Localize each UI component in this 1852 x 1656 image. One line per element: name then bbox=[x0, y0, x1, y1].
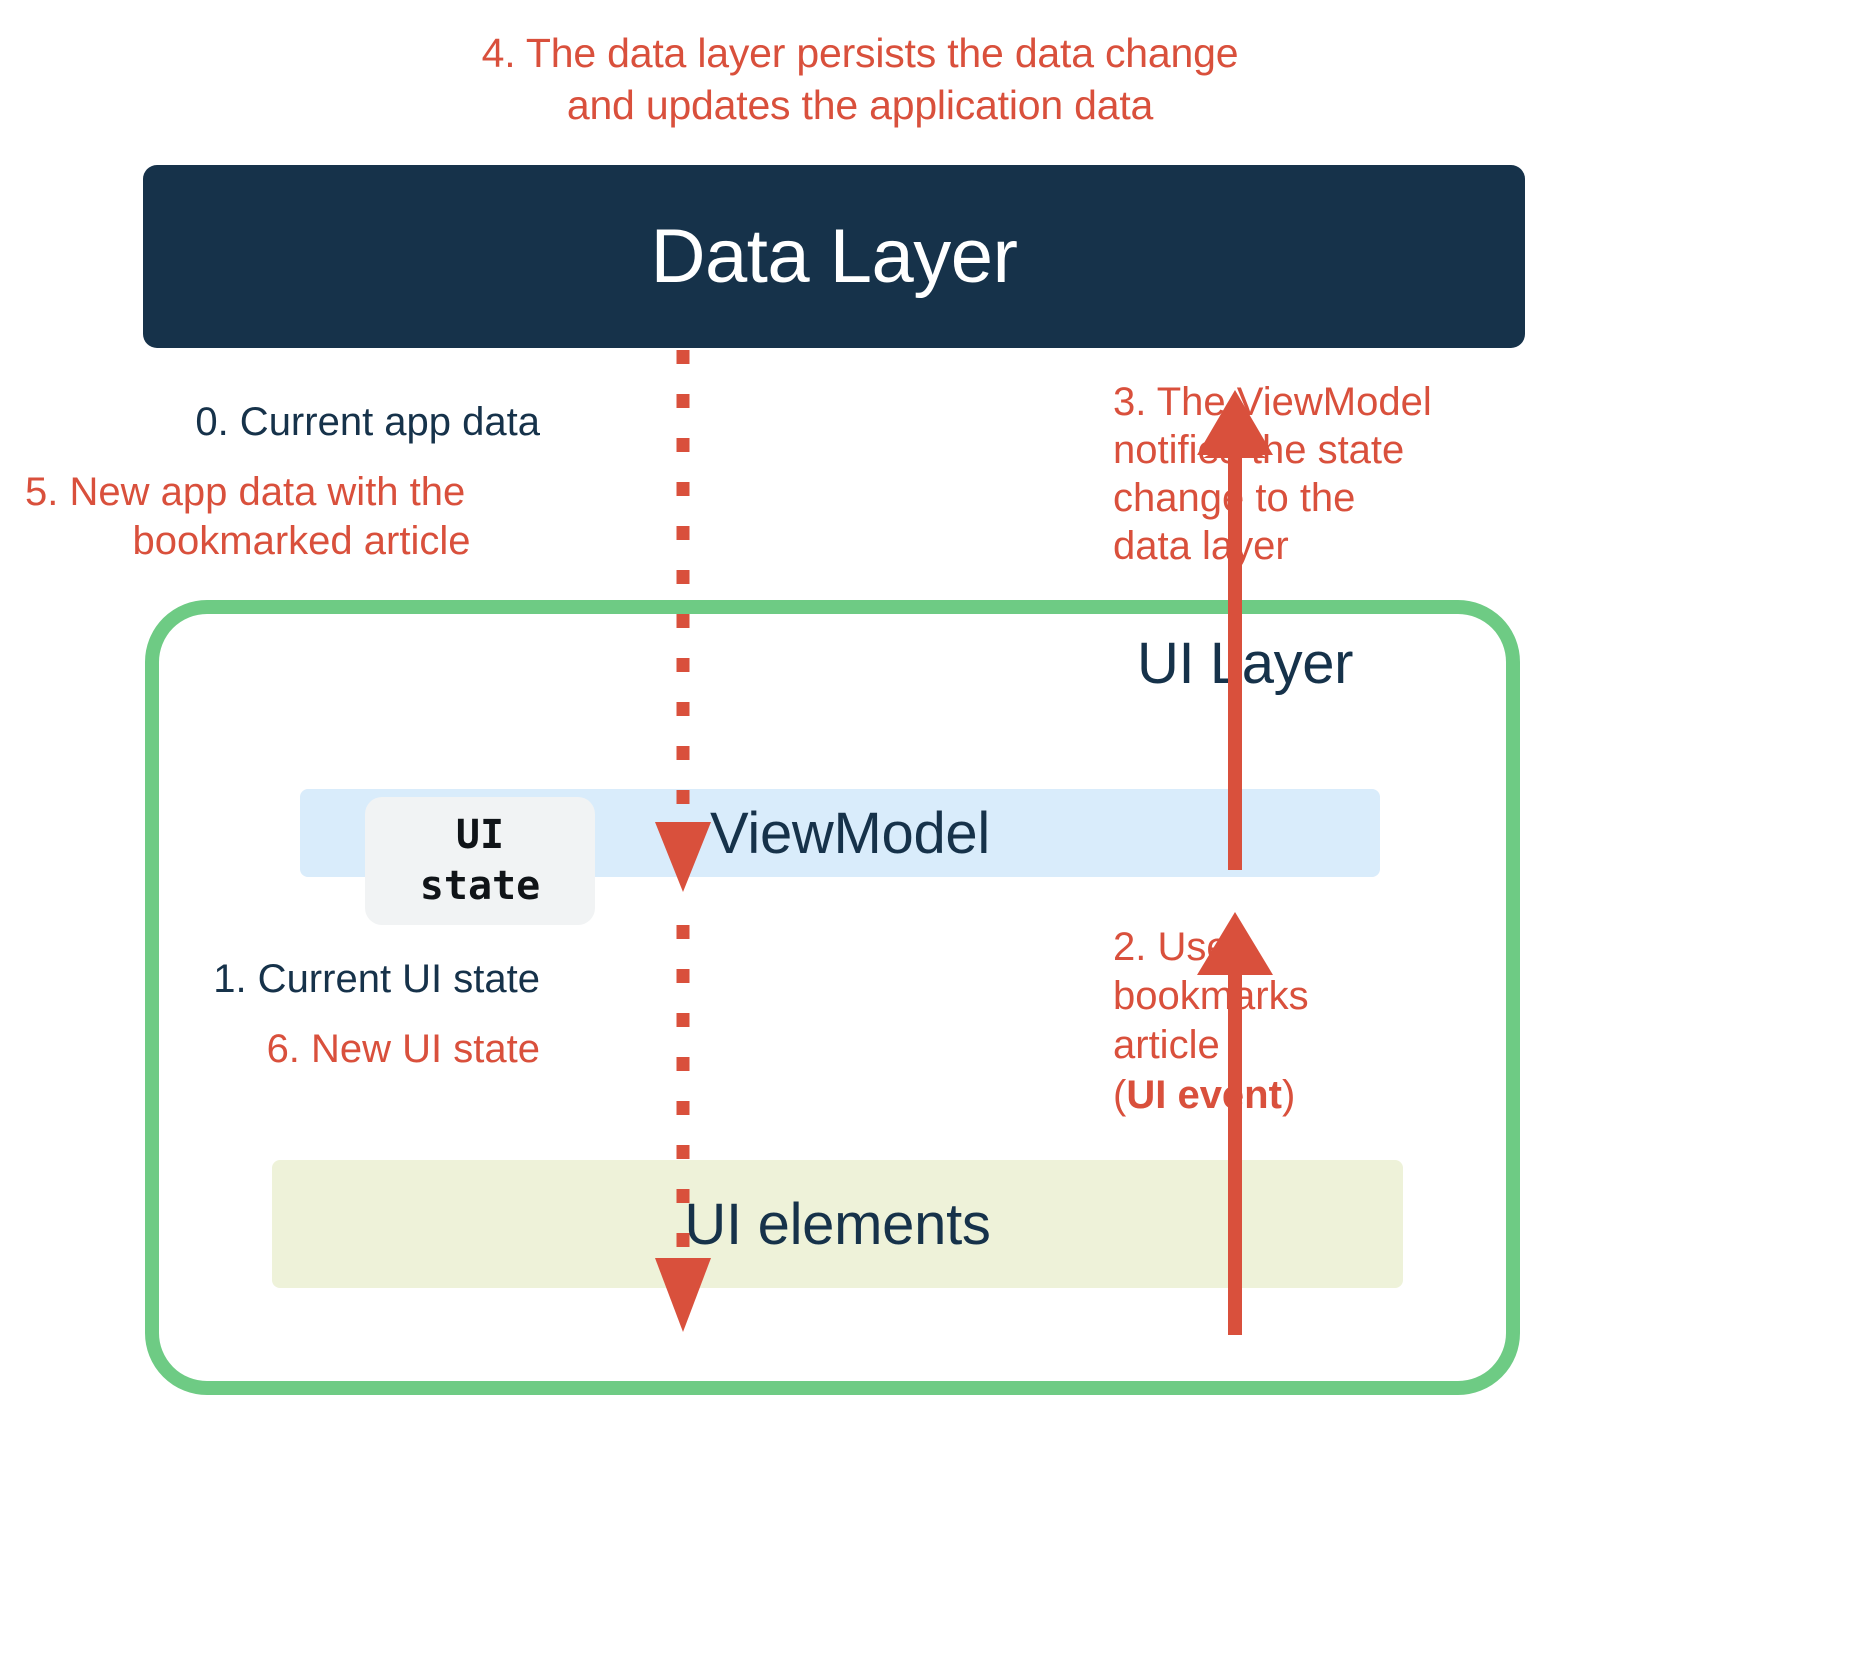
label-viewmodel-notifies-line-3: change to the bbox=[1113, 476, 1356, 520]
label-new-ui-state: 6. New UI state bbox=[266, 1027, 540, 1071]
viewmodel-box: ViewModel bbox=[300, 789, 1380, 877]
ui-state-chip-line-1: UI bbox=[455, 812, 505, 859]
label-current-app-data: 0. Current app data bbox=[195, 400, 540, 444]
label-user-bookmarks-line-1: 2. User bbox=[1113, 925, 1242, 969]
paren-open: ( bbox=[1113, 1072, 1127, 1117]
label-user-bookmarks-line-4: (UI event) bbox=[1113, 1071, 1513, 1120]
paren-close: ) bbox=[1281, 1072, 1296, 1117]
label-new-app-data: 5. New app data with the bookmarked arti… bbox=[25, 468, 540, 566]
ui-elements-title: UI elements bbox=[684, 1191, 991, 1257]
label-new-app-data-line-2: bookmarked article bbox=[132, 518, 471, 563]
label-user-bookmarks: 2. User bookmarks article (UI event) bbox=[1113, 923, 1513, 1120]
label-user-bookmarks-line-3: article bbox=[1113, 1023, 1220, 1068]
ui-state-chip-line-2: state bbox=[419, 863, 541, 909]
top-caption-line-2: and updates the application data bbox=[566, 81, 1154, 128]
ui-event-bold: UI event bbox=[1126, 1072, 1282, 1117]
label-viewmodel-notifies-line-2: notifies the state bbox=[1113, 428, 1405, 472]
top-caption-line-1: 4. The data layer persists the data chan… bbox=[481, 30, 1239, 76]
label-viewmodel-notifies-line-1: 3. The ViewModel bbox=[1113, 380, 1432, 424]
label-new-app-data-line-1: 5. New app data with the bbox=[25, 470, 466, 514]
viewmodel-title: ViewModel bbox=[710, 800, 990, 866]
ui-elements-box: UI elements bbox=[272, 1160, 1403, 1288]
label-user-bookmarks-line-2: bookmarks bbox=[1113, 974, 1309, 1019]
ui-layer-container bbox=[145, 600, 1520, 1395]
label-current-ui-state: 1. Current UI state bbox=[213, 957, 540, 1001]
top-caption: 4. The data layer persists the data chan… bbox=[330, 28, 1390, 131]
data-layer-title: Data Layer bbox=[650, 213, 1018, 299]
ui-layer-title: UI Layer bbox=[1137, 631, 1353, 696]
label-viewmodel-notifies: 3. The ViewModel notifies the state chan… bbox=[1113, 378, 1533, 570]
label-viewmodel-notifies-line-4: data layer bbox=[1113, 524, 1289, 568]
data-layer-box: Data Layer bbox=[143, 165, 1525, 348]
ui-state-chip: UI state bbox=[365, 797, 595, 925]
